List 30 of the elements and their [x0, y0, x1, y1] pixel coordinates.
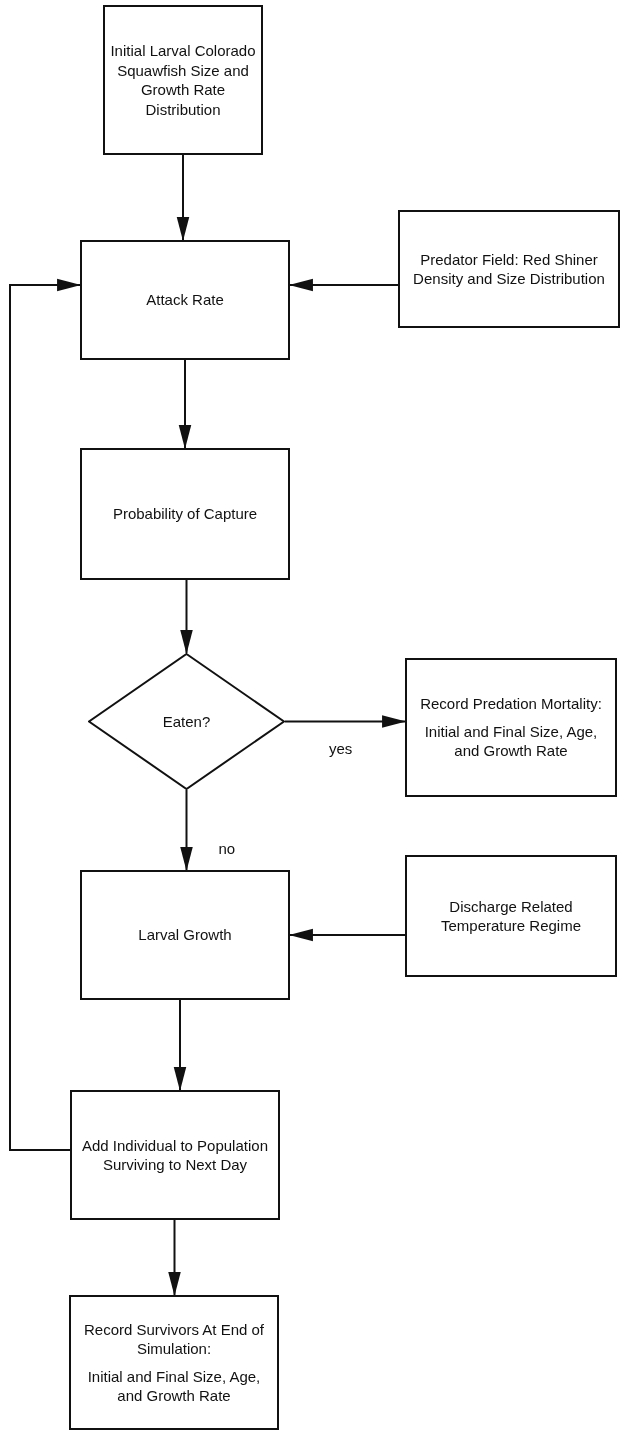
box-text: Record Predation Mortality:	[420, 694, 602, 714]
box-text: Discharge Related Temperature Regime	[439, 896, 583, 936]
arrow	[180, 579, 193, 655]
box-text: Larval Growth	[138, 925, 232, 945]
box-text: Probability of Capture	[112, 504, 258, 524]
arrow	[176, 154, 190, 242]
arrow	[178, 359, 192, 450]
process-box	[69, 1295, 279, 1430]
arrow	[173, 999, 187, 1092]
process-box	[103, 5, 263, 155]
decision-text: Eaten?	[162, 711, 211, 732]
arrow	[9, 278, 82, 1151]
arrow	[284, 715, 407, 728]
box-text: Initial and Final Size, Age, and Growth Rate	[86, 1366, 262, 1406]
process-box	[405, 658, 617, 797]
process-box	[80, 448, 290, 580]
box-text: Initial Larval Colorado Squawfish Size and Growth Rate Distribution	[109, 41, 257, 119]
process-box	[80, 870, 290, 1000]
box-text: Record Survivors At End of Simulation:	[82, 1319, 266, 1359]
arrow	[180, 789, 193, 872]
process-box	[80, 240, 290, 360]
decision-diamond	[88, 653, 285, 790]
box-text: Predator Field: Red Shiner Density and Size Distribution	[412, 249, 606, 289]
arrow	[168, 1219, 181, 1297]
process-box	[405, 855, 617, 977]
process-box	[70, 1090, 280, 1220]
box-text: Initial and Final Size, Age, and Growth Rate	[423, 721, 599, 761]
box-text: Add Individual to Population Surviving to Next Day	[81, 1135, 269, 1175]
box-text: Attack Rate	[146, 290, 224, 310]
process-box	[398, 210, 620, 328]
